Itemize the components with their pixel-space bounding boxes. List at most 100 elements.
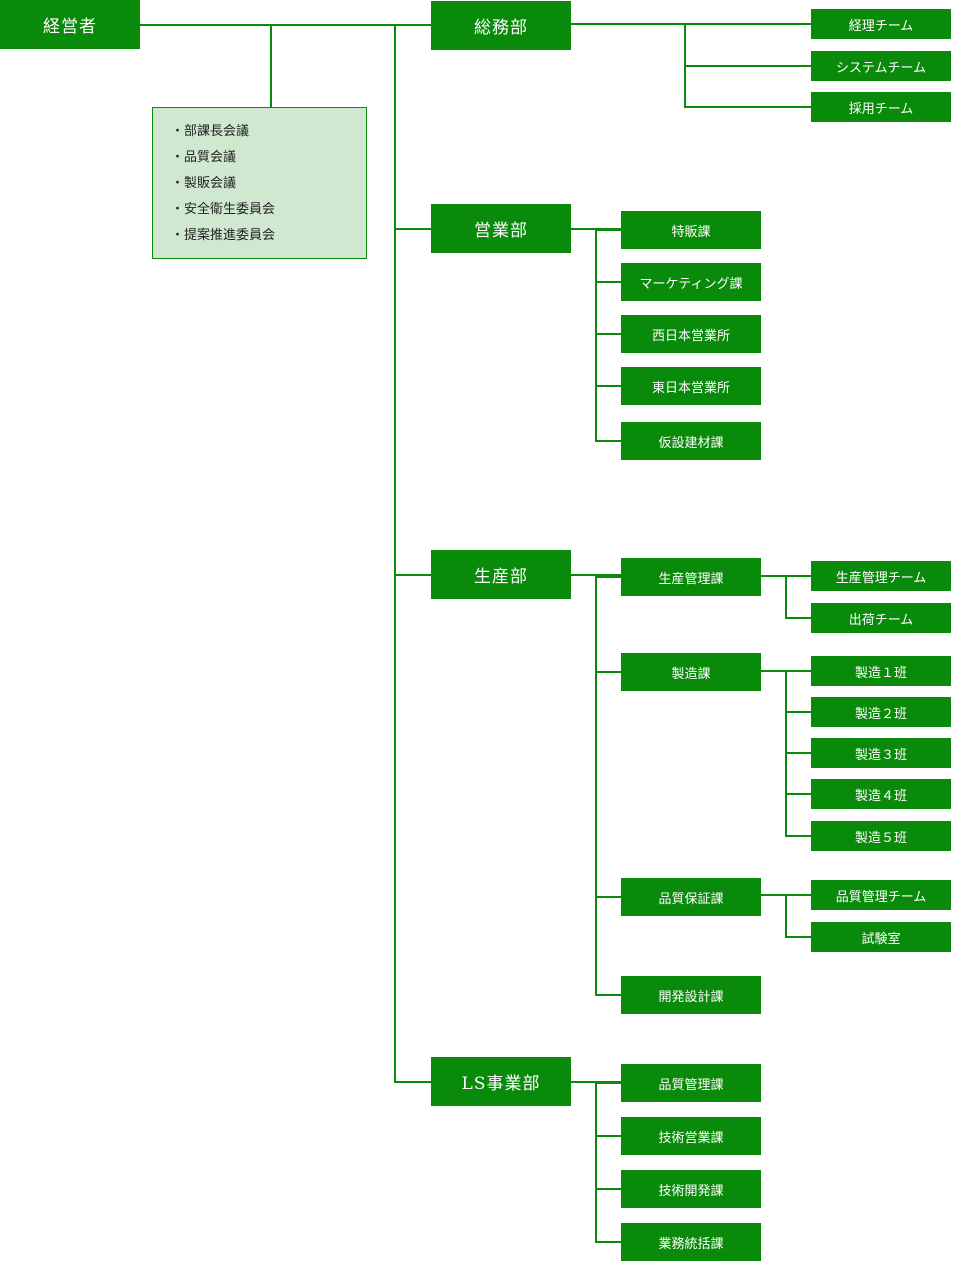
team-box-label: 製造４班 [854,788,907,804]
committee-box: ・部課長会議 ・品質会議 ・製販会議 ・安全衛生委員会 ・提案推進委員会 [152,107,367,259]
section-box: 技術開発課 [621,1170,761,1208]
connector-line [786,752,812,754]
connector-line [785,671,787,837]
section-box: 製造課 [621,653,761,691]
team-box: 製造５班 [811,821,951,851]
team-box: 出荷チーム [811,603,951,633]
connector-line [395,227,432,230]
section-box-label: 開発設計課 [658,989,724,1005]
section-box-label: 特販課 [671,224,711,240]
connector-line [786,936,812,938]
top-label: 経営者 [43,17,97,37]
team-box: 製造１班 [811,656,951,686]
department-box: 生産部 [431,550,571,599]
connector-line [596,1241,622,1243]
team-box-label: 生産管理チーム [835,570,927,586]
committee-item: ・品質会議 [171,150,237,165]
department-box-label: 生産部 [474,567,528,587]
connector-line [140,24,432,26]
connector-line [785,895,787,938]
team-box-label: 製造５班 [854,830,907,846]
connector-line [596,281,622,283]
team-box: 製造４班 [811,779,951,809]
connector-line [595,1081,597,1243]
connector-line [595,574,597,996]
committee-item: ・製販会議 [171,176,237,191]
connector-line [596,671,622,673]
team-box-label: 製造２班 [854,706,907,722]
section-box-label: 仮設建材課 [658,435,724,451]
team-box: 品質管理チーム [811,880,951,910]
section-box: 開発設計課 [621,976,761,1014]
section-box-label: 製造課 [671,666,711,682]
connector-line [596,994,622,996]
team-box-label: 製造１班 [854,665,907,681]
section-box-label: マーケティング課 [639,276,743,292]
section-box: 業務統括課 [621,1223,761,1261]
section-box: 品質保証課 [621,878,761,916]
department-box-label: LS事業部 [461,1074,541,1094]
connector-line [596,1135,622,1137]
top-box: 経営者 [0,0,140,49]
section-box: 技術営業課 [621,1117,761,1155]
connector-line [270,25,272,108]
team-box-label: 品質管理チーム [835,889,927,905]
team-box: 製造２班 [811,697,951,727]
committee-item: ・部課長会議 [171,124,250,139]
committee-item: ・提案推進委員会 [171,228,276,243]
connector-line [394,25,396,1083]
connector-line [786,793,812,795]
section-box-label: 生産管理課 [658,571,724,587]
connector-line [596,385,622,387]
section-box: 特販課 [621,211,761,249]
connector-line [595,228,597,442]
department-box: 総務部 [431,1,571,50]
section-box-label: 東日本営業所 [651,380,730,396]
team-box-label: 出荷チーム [848,612,914,628]
section-box-label: 技術営業課 [658,1130,724,1146]
department-box-label: 営業部 [474,221,528,241]
connector-line [596,896,622,898]
section-box: 西日本営業所 [621,315,761,353]
section-box: マーケティング課 [621,263,761,301]
connector-line [596,229,622,231]
team-box: 試験室 [811,922,951,952]
section-box-label: 品質保証課 [658,891,724,907]
connector-line [395,573,432,576]
section-box: 仮設建材課 [621,422,761,460]
team-box-label: 製造３班 [854,747,907,763]
department-box: 営業部 [431,204,571,253]
section-box-label: 品質管理課 [658,1077,724,1093]
connector-line [785,576,787,619]
section-box: 東日本営業所 [621,367,761,405]
connector-line [596,576,622,578]
section-box-label: 技術開発課 [658,1183,724,1199]
connector-line [786,617,812,619]
connector-line [685,106,812,108]
team-box-label: 試験室 [861,931,901,947]
connector-line [571,23,812,25]
section-box: 生産管理課 [621,558,761,596]
section-box-label: 西日本営業所 [651,328,730,344]
section-box-label: 業務統括課 [658,1236,724,1252]
connector-line [596,440,622,442]
connector-line [786,835,812,837]
connector-line [596,1188,622,1190]
team-box-label: システムチーム [835,60,927,76]
team-box-label: 採用チーム [848,101,914,117]
connector-line [395,1080,432,1083]
connector-line [786,711,812,713]
team-box-label: 経理チーム [848,18,914,34]
department-box-label: 総務部 [474,18,528,38]
section-box: 品質管理課 [621,1064,761,1102]
connector-line [685,65,812,67]
team-box: 製造３班 [811,738,951,768]
committee-item: ・安全衛生委員会 [171,202,276,217]
team-box: 採用チーム [811,92,951,122]
connector-line [596,1082,622,1084]
department-box: LS事業部 [431,1057,571,1106]
team-box: 生産管理チーム [811,561,951,591]
team-box: 経理チーム [811,9,951,39]
connector-line [596,333,622,335]
